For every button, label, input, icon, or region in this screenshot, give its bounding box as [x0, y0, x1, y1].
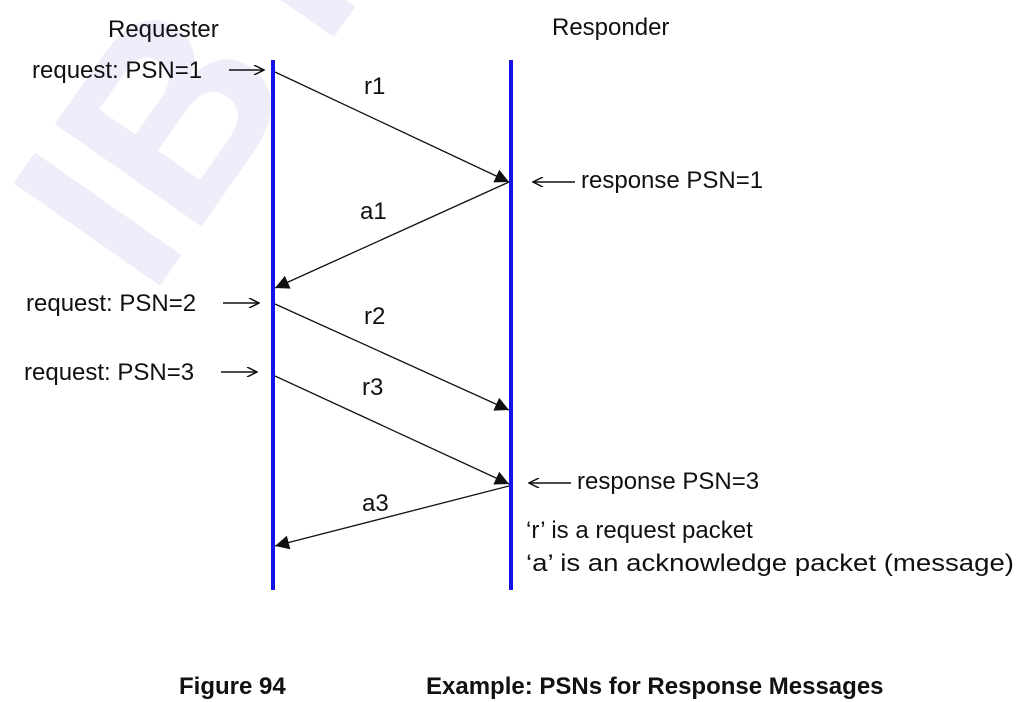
- message-label-r1: r1: [364, 73, 385, 100]
- watermark: IBTA: [0, 0, 533, 332]
- note-response-psn-3: response PSN=3: [577, 468, 759, 495]
- message-arrow-r1: [274, 71, 510, 183]
- note-request-psn-2: request: PSN=2: [26, 290, 196, 317]
- responder-lane-title: Responder: [552, 14, 669, 41]
- legend-acknowledge-packet: ‘a’ is an acknowledge packet (message): [526, 550, 1014, 577]
- requester-lane-title: Requester: [108, 16, 219, 43]
- message-label-a1: a1: [360, 198, 387, 225]
- message-arrow-a3: [274, 485, 510, 550]
- note-request-psn-3: request: PSN=3: [24, 359, 194, 386]
- message-label-a3: a3: [362, 490, 389, 517]
- message-label-r3: r3: [362, 374, 383, 401]
- figure-number: Figure 94: [179, 673, 286, 700]
- message-label-r2: r2: [364, 303, 385, 330]
- message-arrow-a1: [274, 181, 510, 289]
- note-response-psn-1: response PSN=1: [581, 167, 763, 194]
- figure-title: Example: PSNs for Response Messages: [426, 673, 884, 700]
- legend-request-packet: ‘r’ is a request packet: [526, 517, 753, 544]
- message-arrow-r2: [274, 303, 510, 411]
- message-arrow-r3: [274, 375, 510, 485]
- note-request-psn-1: request: PSN=1: [32, 57, 202, 84]
